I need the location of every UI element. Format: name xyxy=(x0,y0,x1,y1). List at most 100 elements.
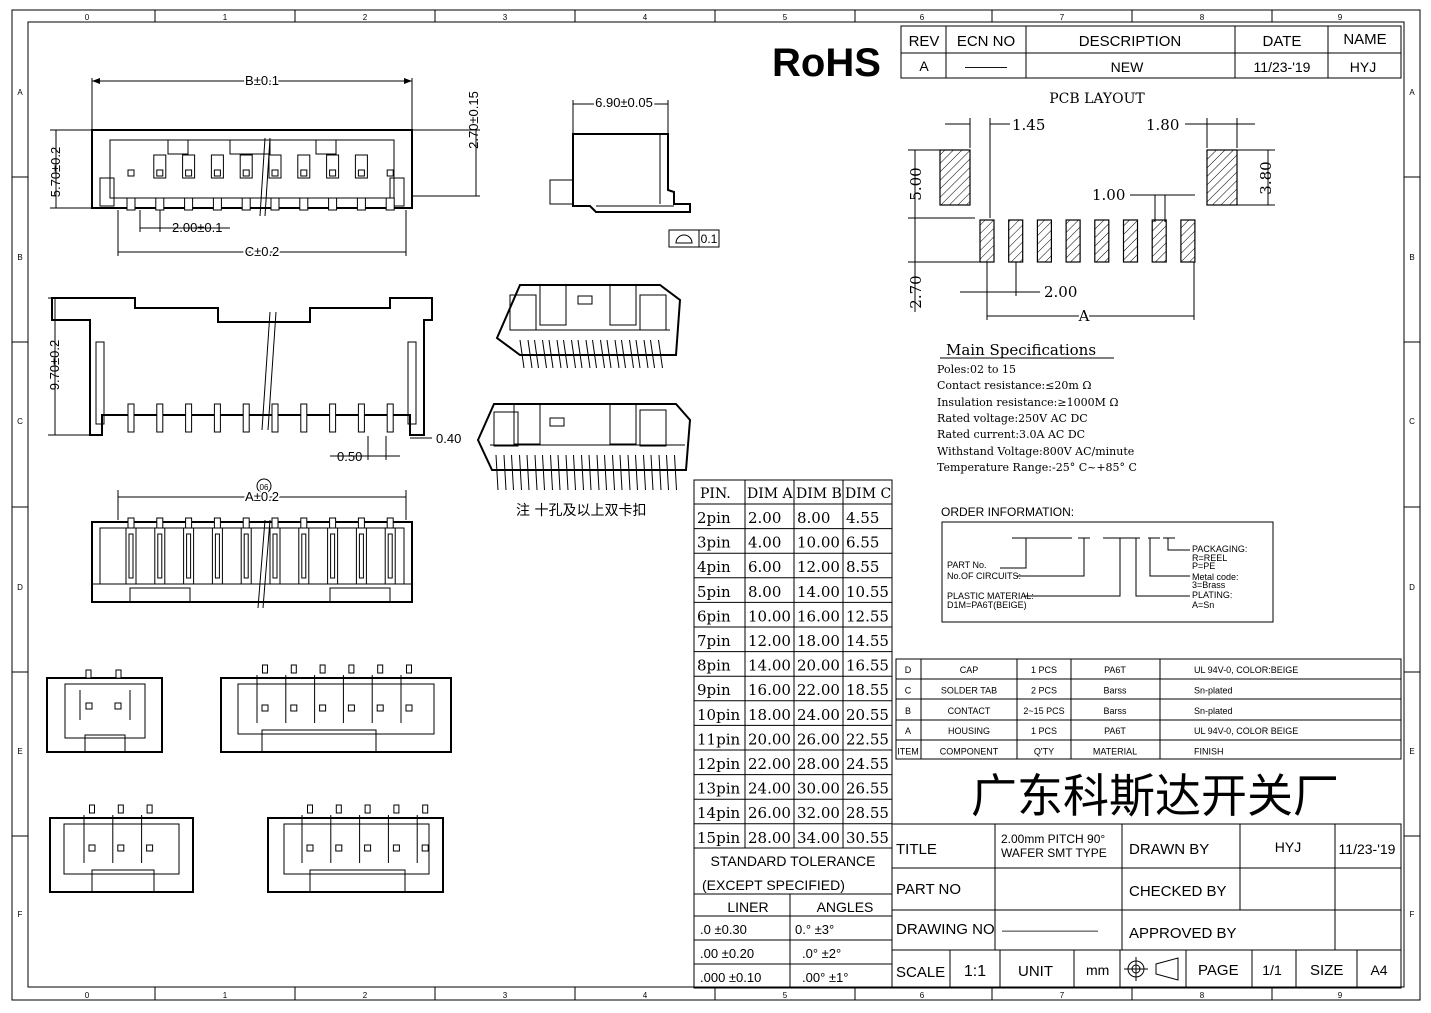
dim-cell: 22.00 xyxy=(748,755,791,773)
small-view-pin-tail xyxy=(307,804,313,814)
bottom-view-pin-tail xyxy=(386,517,394,529)
dim-cell: 6pin xyxy=(697,607,731,625)
side-view: 6.90±0.05 0.1 xyxy=(549,93,720,248)
top-view-pin xyxy=(213,169,221,177)
drawn-by-label: DRAWN BY xyxy=(1129,841,1209,858)
iso-pin xyxy=(606,339,612,369)
rev-header: REV xyxy=(909,33,940,50)
iso-pin xyxy=(526,454,530,491)
spec-line: Poles:02 to 15 xyxy=(937,363,1016,376)
pcb-signal-pad xyxy=(1180,219,1196,263)
dim-header-a: DIM A xyxy=(747,486,794,502)
tol-liner: .000 ±0.10 xyxy=(700,970,761,985)
dim-height-label: 5.70±0.2 xyxy=(48,147,63,198)
border-row-label: F xyxy=(18,910,23,919)
dim-cell: 12pin xyxy=(697,755,740,773)
iso-pin xyxy=(592,339,597,369)
dim-cell: 26.00 xyxy=(748,804,791,822)
iso-pin xyxy=(581,454,584,491)
dim-cell: 12.00 xyxy=(748,632,791,650)
pcb-180: 1.80 xyxy=(1146,116,1179,134)
small-view-pin-tail xyxy=(348,664,355,674)
dim-cell: 24.00 xyxy=(748,780,791,798)
dim-header-pin: PIN. xyxy=(700,486,731,502)
border-col-label: 3 xyxy=(503,991,508,1000)
small-view-pin xyxy=(88,844,96,852)
tolerance-subtitle: (EXCEPT SPECIFIED) xyxy=(702,877,845,893)
dim-cell: 22.00 xyxy=(797,681,840,699)
dim-cell: 2pin xyxy=(697,509,731,527)
top-view-pin-foot xyxy=(241,197,251,211)
bottom-view-pin xyxy=(272,533,278,579)
bottom-view-pin-tail xyxy=(156,517,164,529)
border-row-label: B xyxy=(1409,253,1414,262)
bottom-view-pin-tail xyxy=(329,517,337,529)
small-view-pin-tail xyxy=(117,804,124,814)
top-view-pin xyxy=(156,169,164,177)
dim-cell: 20.00 xyxy=(748,730,791,748)
bom-cell: Sn-plated xyxy=(1194,685,1233,695)
dim-cell: 26.55 xyxy=(846,780,889,798)
top-view-pin-foot xyxy=(299,197,309,211)
iso-pin xyxy=(542,454,545,491)
iso-pin xyxy=(519,454,522,491)
dim-cell: 10.00 xyxy=(797,534,840,552)
iso-pin xyxy=(534,454,538,491)
spec-line: Rated current:3.0A AC DC xyxy=(937,428,1085,441)
iso-pin xyxy=(596,454,600,491)
iso-pin xyxy=(674,454,677,491)
small-view-pin-tail xyxy=(406,664,412,674)
description-value: NEW xyxy=(1111,59,1144,75)
bom-cell: SOLDER TAB xyxy=(941,685,997,695)
outer-border xyxy=(11,9,1421,1001)
pcb-layout: PCB LAYOUT 1.45 1.80 5.00 3.80 1.00 2.70… xyxy=(907,91,1275,327)
bottom-view-pin xyxy=(157,533,163,579)
name-value: HYJ xyxy=(1350,59,1376,75)
bom-cell: UL 94V-0, COLOR:BEIGE xyxy=(1194,665,1298,675)
border-row-label: C xyxy=(1409,417,1415,426)
small-view-pin-tail xyxy=(319,664,326,674)
dim-cell: 13pin xyxy=(697,780,740,798)
order-part-no: PART No. xyxy=(947,560,987,570)
top-view-slot xyxy=(354,154,368,179)
dim-cell: 34.00 xyxy=(797,829,840,847)
specs-title: Main Specifications xyxy=(946,341,1096,359)
order-title: ORDER INFORMATION: xyxy=(941,505,1074,519)
border-col-label: 5 xyxy=(783,991,788,1000)
small-view-pin xyxy=(261,704,269,712)
front-view-pin xyxy=(185,403,193,433)
order-plating: PLATING: xyxy=(1192,590,1232,600)
iso-pin xyxy=(550,454,553,491)
bottom-view-pin-tail xyxy=(357,517,365,529)
bom-cell: COMPONENT xyxy=(940,747,999,757)
ecn-header: ECN NO xyxy=(957,33,1015,50)
tol-liner: .0 ±0.30 xyxy=(700,922,747,937)
small-view-pin-tail xyxy=(262,664,268,674)
description-header: DESCRIPTION xyxy=(1079,33,1182,50)
order-reel: R=REEL xyxy=(1192,553,1227,563)
pcb-a: A xyxy=(1078,307,1090,325)
small-view-pin xyxy=(306,844,314,852)
bottom-view-pin xyxy=(186,533,192,579)
dim-c-label: C±0.2 xyxy=(245,244,280,259)
tolerance-angles-header: ANGLES xyxy=(817,899,874,915)
iso-pin xyxy=(527,339,533,369)
iso-pin xyxy=(495,454,499,491)
dim-cell: 7pin xyxy=(697,632,731,650)
top-view-slot xyxy=(326,154,340,179)
bom-cell: HOUSING xyxy=(948,726,990,736)
tolerance-liner-header: LINER xyxy=(727,899,768,915)
dim-pitch-label: 2.00±0.1 xyxy=(172,220,223,235)
border-row-label: B xyxy=(17,253,22,262)
tol-liner: .00 ±0.20 xyxy=(700,946,754,961)
bottom-view-pin-tail xyxy=(300,517,308,529)
iso-pin xyxy=(619,454,623,491)
dim-cell: 30.00 xyxy=(797,780,840,798)
small-view-pin xyxy=(376,704,384,712)
dim-cell: 14.55 xyxy=(846,632,889,650)
iso-pin xyxy=(658,454,662,491)
dim-cell: 32.00 xyxy=(797,804,840,822)
dim-cell: 24.00 xyxy=(797,706,840,724)
bom-cell: 2 PCS xyxy=(1031,685,1057,695)
